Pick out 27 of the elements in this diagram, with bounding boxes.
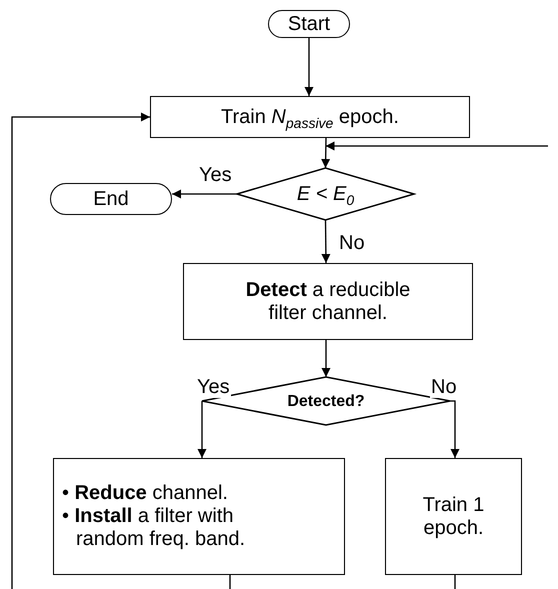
- arrow: [450, 400, 460, 458]
- node-label: • Reduce channel.: [62, 482, 228, 505]
- node-label: Train 1 epoch.: [422, 494, 486, 540]
- process-box: [385, 458, 522, 575]
- arrow: [326, 142, 548, 150]
- arrow: [11, 112, 150, 589]
- edge-label: No: [430, 376, 458, 398]
- process-box: [53, 458, 345, 575]
- arrow: [321, 138, 330, 168]
- node-label: • Install a filter with random freq. band.: [62, 505, 246, 551]
- node-label: End: [93, 188, 129, 210]
- decision-label: Detected?: [287, 392, 365, 412]
- process-box: [183, 263, 473, 340]
- decision-diamond: [237, 168, 414, 220]
- node-label: Start: [288, 12, 330, 36]
- terminal-box: [268, 10, 350, 38]
- arrow: [304, 38, 314, 96]
- arrow: [321, 220, 330, 263]
- arrow: [198, 401, 206, 458]
- process-box: [150, 96, 470, 138]
- arrow: [322, 340, 330, 377]
- node-label: Train N$_{passive}$ epoch.: [221, 106, 399, 128]
- terminal-box: [50, 183, 172, 215]
- arrow: [172, 190, 237, 198]
- decision-label: E < E$_{0}$: [296, 182, 354, 206]
- node-label: Detect a reducible filter channel.: [244, 278, 412, 324]
- edge-label: Yes: [196, 376, 231, 398]
